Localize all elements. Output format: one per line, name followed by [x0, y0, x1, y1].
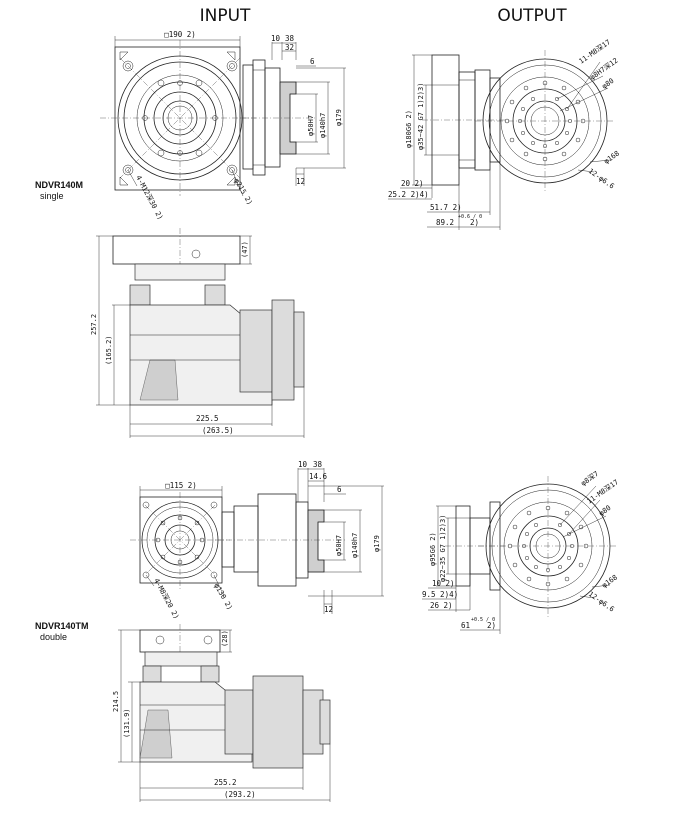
dim-w-255-2: 255.2 — [214, 778, 237, 787]
dim-26: 26 2) — [430, 601, 453, 610]
dim-spigot-140h7-b: φ140h7 — [351, 533, 359, 558]
dim-10: 10 — [271, 34, 281, 43]
dim-10-b: 10 — [298, 460, 308, 469]
dim-168-b: φ168 — [601, 573, 619, 589]
dim-89-2-note: 2) — [470, 218, 479, 227]
dim-bolt-circle-130: φ130 2) — [212, 582, 234, 612]
model-variant-single: single — [40, 191, 64, 201]
dim-20: 20 2) — [401, 179, 424, 188]
dim-flange-179: φ179 — [335, 109, 343, 126]
bottom-input-side-section: 10 38 14.6 6 12 φ50H7 φ140h7 φ179 — [215, 460, 384, 614]
dim-61-note: 2) — [487, 621, 496, 630]
dim-h-47: (47) — [241, 241, 249, 258]
top-output-front-view: 11-M8深17 φ8H7深12 φ80 φ168 12-φ6.6 — [475, 37, 621, 192]
dim-h-165-2: (165.2) — [105, 335, 113, 365]
top-input-side-section: 10 38 32 6 12 φ50H7 φ140h7 φ179 — [240, 34, 346, 186]
dim-flange-179-b: φ179 — [373, 535, 381, 552]
model-label-double: NDVR140TM — [35, 621, 89, 631]
dim-12-6-6: 12-φ6.6 — [587, 167, 616, 190]
dim-80: φ80 — [601, 77, 616, 91]
model-variant-double: double — [40, 632, 67, 642]
dim-12-6-6-b: 12-φ6.6 — [587, 590, 616, 613]
dim-38: 38 — [285, 34, 295, 43]
dim-12: 12 — [296, 177, 305, 186]
bottom-side-elevation: (28) 214.5 (131.9) 255.2 (293.2) — [112, 624, 331, 802]
dim-square-115: □115 2) — [165, 481, 197, 490]
dim-80-b: φ80 — [598, 504, 613, 518]
dim-bolt-circle-215: φ215 2) — [232, 177, 254, 207]
dim-38-b: 38 — [313, 460, 323, 469]
top-input-front-view: □190 2) φ215 2) 4-M12深30 2) — [100, 30, 256, 221]
dim-9-5: 9.5 2)4) — [422, 590, 458, 599]
dim-shaft-22-35: φ22~35 G7 1)2)3) — [439, 515, 447, 582]
dim-pcd-95g6: φ95G6 2) — [429, 532, 437, 566]
dim-6: 6 — [310, 57, 315, 66]
dim-89-2: 89.2 — [436, 218, 454, 227]
dim-tap-m12: 4-M12深30 2) — [134, 174, 165, 222]
dim-10-out: 10 2) — [432, 579, 455, 588]
dim-25-2: 25.2 2)4) — [388, 190, 429, 199]
dim-h-257-2: 257.2 — [90, 314, 98, 335]
dim-pins-8h7: φ8H7深12 — [588, 56, 620, 82]
dim-spigot-140h7: φ140h7 — [319, 113, 327, 138]
dim-32: 32 — [285, 43, 294, 52]
dim-bore-50h7-b: φ50H7 — [335, 535, 343, 556]
dim-pcd-180g6: φ180G6 2) — [405, 110, 413, 148]
dim-shaft-35-42: φ35~42 G7 1)2)3) — [417, 83, 425, 150]
bottom-input-front-view: □115 2) φ130 2) 4-M8深20 2) — [130, 481, 234, 621]
top-output-side-view: φ180G6 2) φ35~42 G7 1)2)3) 20 2) 25.2 2)… — [388, 54, 505, 230]
header-input: INPUT — [200, 6, 251, 26]
dim-168: φ168 — [603, 149, 621, 165]
dim-6-b: 6 — [337, 485, 342, 494]
header-output: OUTPUT — [497, 6, 567, 26]
dim-h-131-9: (131.9) — [123, 708, 131, 738]
dim-12-b: 12 — [324, 605, 333, 614]
bottom-output-front-view: φ8深7 11-M8深17 φ80 φ168 12-φ6.6 — [478, 469, 620, 618]
dim-h-28: (28) — [221, 630, 229, 647]
dim-square-190: □190 2) — [164, 30, 196, 39]
dim-w-263-5: (263.5) — [202, 426, 234, 435]
dim-61: 61 — [461, 621, 470, 630]
dim-61-tolerance: +0.5 / 0 — [471, 617, 495, 623]
model-label-single: NDVR140M — [35, 180, 83, 190]
dim-w-225-5: 225.5 — [196, 414, 219, 423]
bottom-output-side-view: φ95G6 2) φ22~35 G7 1)2)3) 10 2) 9.5 2)4)… — [422, 501, 505, 634]
top-side-elevation: (47) 257.2 (165.2) 225.5 (263.5) — [90, 228, 305, 438]
dim-pins-8: φ8深7 — [579, 469, 600, 488]
dim-w-293-2: (293.2) — [224, 790, 256, 799]
dim-14-6: 14.6 — [309, 472, 328, 481]
dim-51-7: 51.7 2) — [430, 203, 462, 212]
dim-h-214-5: 214.5 — [112, 691, 120, 712]
dim-bore-50h7: φ50H7 — [307, 115, 315, 136]
dim-89-2-tolerance: +0.6 / 0 — [458, 214, 482, 220]
